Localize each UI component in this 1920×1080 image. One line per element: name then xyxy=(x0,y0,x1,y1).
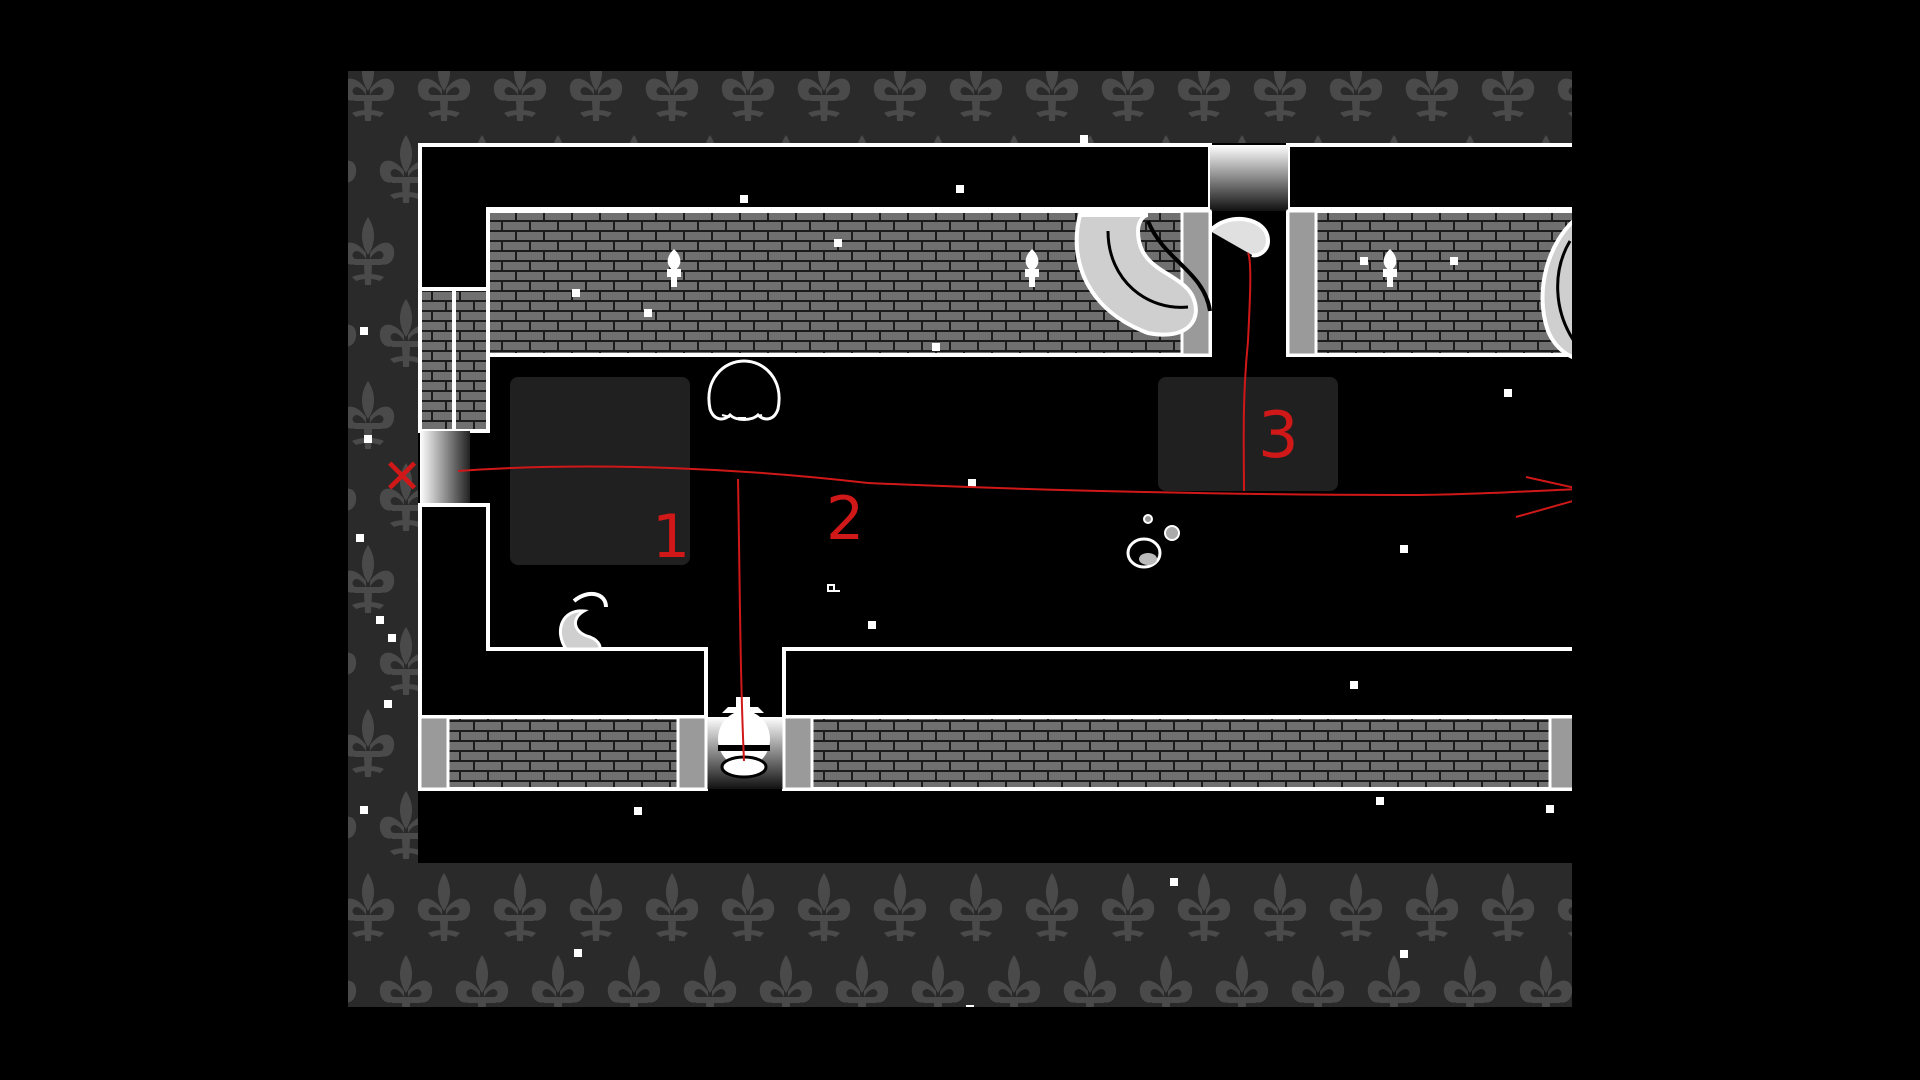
sparkle-particle xyxy=(1504,389,1512,397)
south-east-wall-cap xyxy=(782,647,1572,719)
south-brick-wall-right xyxy=(782,715,1572,791)
north-doorway[interactable] xyxy=(1210,145,1288,211)
top-right-wall-cap xyxy=(1286,143,1572,211)
sparkle-particle xyxy=(966,1005,974,1007)
sparkle-particle xyxy=(932,343,940,351)
route-label-2: 2 xyxy=(826,484,864,554)
route-line-2 xyxy=(867,482,1572,497)
sparkle-particle xyxy=(1360,257,1368,265)
route-label-3: 3 xyxy=(1258,399,1299,473)
sparkle-particle xyxy=(1350,681,1358,689)
sparkle-particle xyxy=(644,309,652,317)
sparkle-particle xyxy=(364,435,372,443)
sparkle-particle xyxy=(1400,545,1408,553)
sparkle-particle xyxy=(356,534,364,542)
sparkle-particle xyxy=(740,195,748,203)
game-viewport[interactable]: 1 2 3 ✕ ✕ xyxy=(348,71,1572,1007)
sparkle-particle xyxy=(1546,805,1554,813)
slime-blob-icon xyxy=(827,514,1180,592)
route-label-1: 1 xyxy=(652,502,690,572)
west-doorway[interactable] xyxy=(420,431,470,505)
route-line-start xyxy=(457,465,869,484)
north-brick-wall-right xyxy=(1286,209,1572,357)
sparkle-particle xyxy=(956,185,964,193)
sparkle-particle xyxy=(572,289,580,297)
route-line-3 xyxy=(1242,252,1252,492)
sparkle-particle xyxy=(574,949,582,957)
sparkle-particle xyxy=(868,621,876,629)
route-line-1 xyxy=(737,478,745,762)
sparkle-particle xyxy=(388,634,396,642)
sparkle-particle xyxy=(360,806,368,814)
sparkle-particle xyxy=(1080,135,1088,143)
sparkle-particle xyxy=(634,807,642,815)
sleeping-ghost-icon xyxy=(707,359,781,421)
sparkle-particle xyxy=(1450,257,1458,265)
sparkle-particle xyxy=(968,479,976,487)
sparkle-particle xyxy=(1170,878,1178,886)
sparkle-particle xyxy=(834,239,842,247)
pressure-plate-left[interactable] xyxy=(510,377,690,565)
route-annotations xyxy=(457,252,1572,762)
tentacle-icon xyxy=(558,213,1572,651)
sparkle-particle xyxy=(376,616,384,624)
pressure-plate-right[interactable] xyxy=(1158,377,1338,491)
start-x-mark: ✕ xyxy=(382,449,422,505)
pressure-plates xyxy=(510,377,1338,565)
route-labels: 1 2 3 ✕ xyxy=(382,399,1299,572)
star-sparkle-icon xyxy=(356,135,1554,1007)
sparkle-particle xyxy=(384,700,392,708)
game-scene: 1 2 3 ✕ xyxy=(348,71,1572,1007)
sparkle-particle xyxy=(1376,797,1384,805)
sparkle-particle xyxy=(360,327,368,335)
south-brick-wall-left xyxy=(418,715,708,791)
sparkle-particle xyxy=(1400,950,1408,958)
wall-torch-icon xyxy=(667,249,1397,287)
route-arrow-head xyxy=(1515,476,1572,518)
